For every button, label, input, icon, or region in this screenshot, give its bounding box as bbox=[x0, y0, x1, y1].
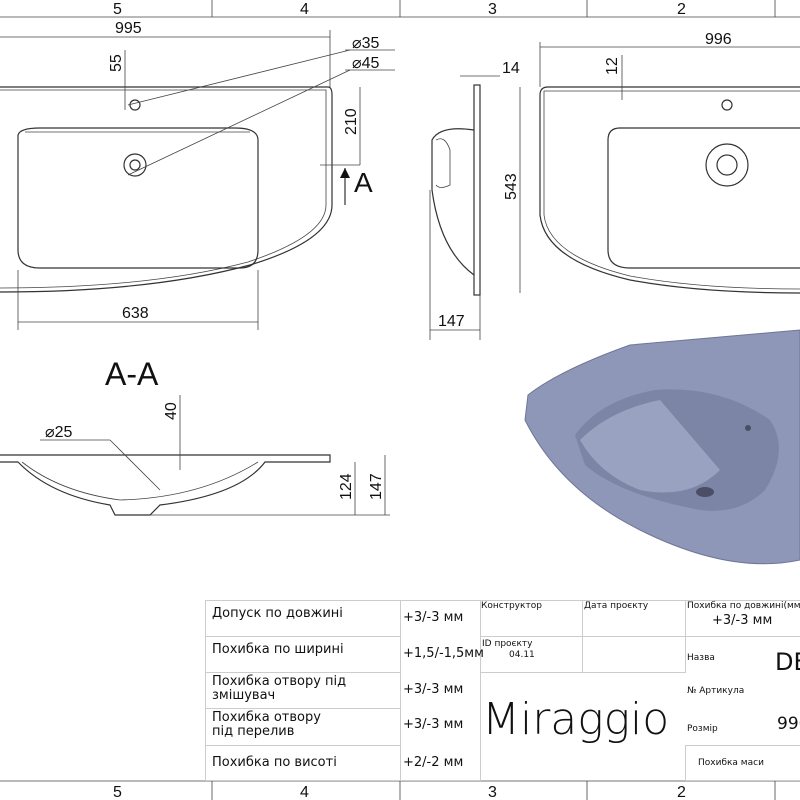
size-label: Розмір bbox=[687, 724, 718, 734]
tolerance-label: Похибка отвору під перелив bbox=[212, 710, 321, 739]
project-id: 04.11 bbox=[509, 650, 535, 660]
tolerance-value: +3/-3 мм bbox=[403, 717, 464, 732]
tolerance-value: +3/-3 мм bbox=[403, 682, 464, 697]
front-view: 995 ⌀35 ⌀45 55 210 A 638 bbox=[0, 20, 395, 330]
dimension-bowl-width: 638 bbox=[122, 305, 149, 322]
section-mark: A bbox=[354, 167, 373, 198]
tolerance-value: +3/-3 мм bbox=[403, 610, 464, 625]
section-view: A-A 40 ⌀25 124 147 bbox=[0, 356, 390, 516]
dimension-hole-large: ⌀45 bbox=[352, 55, 380, 72]
dimension-hole-small: ⌀35 bbox=[352, 35, 380, 52]
tolerance-value: +2/-2 мм bbox=[403, 755, 464, 770]
dimension-thickness: 14 bbox=[502, 60, 520, 77]
ruler-label: 5 bbox=[113, 784, 122, 800]
length-tolerance-value: +3/-3 мм bbox=[712, 613, 773, 628]
tolerance-label: Допуск по довжині bbox=[212, 606, 343, 621]
mass-tolerance-label: Похибка маси bbox=[698, 758, 764, 768]
sink-render bbox=[524, 329, 800, 565]
dimension-offset: 55 bbox=[108, 54, 125, 72]
dimension-total-depth: 147 bbox=[368, 473, 385, 500]
product-name: DE bbox=[775, 648, 800, 676]
ruler-label: 4 bbox=[300, 1, 309, 18]
top-ruler: 5 4 3 2 bbox=[0, 0, 800, 18]
brand-logo: Miraggio bbox=[482, 694, 670, 745]
ruler-label: 5 bbox=[113, 1, 122, 18]
ruler-label: 4 bbox=[300, 784, 309, 800]
name-label: Назва bbox=[687, 653, 715, 663]
tolerance-label: Похибка по висоті bbox=[212, 755, 337, 770]
dimension-depth: 543 bbox=[503, 173, 520, 200]
tolerance-value: +1,5/-1,5мм bbox=[403, 646, 484, 661]
dimension-40: 40 bbox=[163, 402, 180, 420]
article-label: № Артикула bbox=[687, 686, 745, 696]
size-value: 996 bbox=[777, 714, 800, 734]
ruler-label: 2 bbox=[677, 784, 686, 800]
dimension-width: 996 bbox=[705, 31, 732, 48]
dimension-drain-offset: 210 bbox=[343, 108, 360, 135]
project-id-label: ID проєкту bbox=[482, 639, 533, 649]
dimension-drain: ⌀25 bbox=[45, 424, 73, 441]
ruler-label: 3 bbox=[488, 1, 497, 18]
ruler-label: 2 bbox=[677, 1, 686, 18]
section-title: A-A bbox=[105, 356, 159, 392]
dimension-bowl-depth: 124 bbox=[338, 473, 355, 500]
designer-label: Конструктор bbox=[481, 601, 542, 611]
ruler-label: 3 bbox=[488, 784, 497, 800]
bottom-ruler: 5 4 3 2 bbox=[0, 780, 800, 800]
dimension-width: 995 bbox=[115, 20, 142, 37]
dimension-offset: 12 bbox=[604, 57, 621, 75]
length-tolerance-label: Похибка по довжині(мм) bbox=[687, 601, 800, 611]
tolerance-label: Похибка по ширині bbox=[212, 642, 344, 657]
tolerance-label: Похибка отвору під змішувач bbox=[212, 674, 347, 703]
dimension-depth: 147 bbox=[438, 313, 465, 330]
date-label: Дата проєкту bbox=[584, 601, 649, 611]
top-view: 996 12 543 bbox=[503, 31, 800, 294]
side-view: 14 147 bbox=[429, 60, 520, 340]
